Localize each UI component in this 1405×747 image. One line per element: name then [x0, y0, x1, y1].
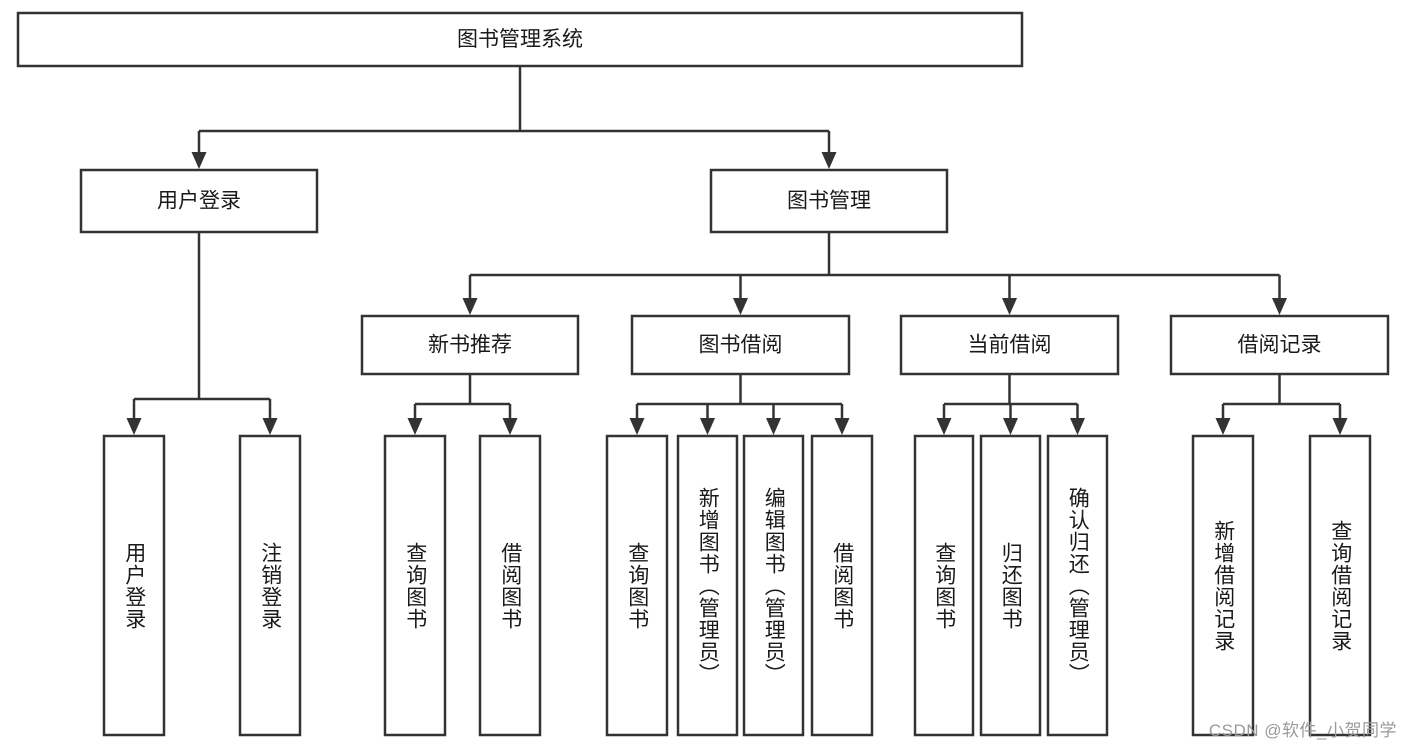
node-box-leaf-borrow-book[interactable]	[810, 434, 874, 737]
node-box-leaf-return-book[interactable]	[979, 434, 1042, 737]
node-box-user-login[interactable]	[79, 168, 319, 234]
connector-conn-borrowrecord-split	[1215, 374, 1348, 435]
node-box-book-borrow[interactable]	[630, 314, 851, 376]
node-label-book-borrow: 图书借阅	[699, 334, 783, 357]
node-box-leaf-query-record[interactable]	[1308, 434, 1372, 737]
node-box-leaf-borrow-book-rec[interactable]	[478, 434, 542, 737]
watermark-text: CSDN @软件_小贺同学	[1208, 721, 1397, 740]
node-box-leaf-edit-book[interactable]	[742, 434, 805, 737]
connector-conn-currentborrow-split	[936, 374, 1085, 435]
connector-conn-root-split	[191, 66, 837, 169]
node-box-leaf-confirm-return[interactable]	[1046, 434, 1109, 737]
connectors-layer	[126, 66, 1348, 435]
connector-conn-bookmanage-split	[462, 232, 1287, 315]
node-box-new-book-rec[interactable]	[360, 314, 580, 376]
connector-conn-userlogin-split	[126, 232, 278, 435]
node-label-book-manage: 图书管理	[787, 190, 871, 213]
node-box-leaf-query-book-rec[interactable]	[383, 434, 447, 737]
connector-conn-bookborrow-split	[629, 374, 850, 435]
boxes-layer	[16, 11, 1390, 737]
node-label-user-login: 用户登录	[157, 190, 241, 213]
node-box-current-borrow[interactable]	[899, 314, 1120, 376]
connector-conn-newbook-split	[407, 374, 518, 435]
node-box-book-manage[interactable]	[709, 168, 949, 234]
node-box-leaf-query-book-cur[interactable]	[913, 434, 975, 737]
node-box-leaf-add-book[interactable]	[676, 434, 739, 737]
node-box-leaf-user-login[interactable]	[102, 434, 166, 737]
node-box-leaf-query-book-borrow[interactable]	[605, 434, 669, 737]
node-label-current-borrow: 当前借阅	[968, 334, 1052, 357]
node-box-leaf-add-record[interactable]	[1191, 434, 1255, 737]
node-box-root[interactable]	[16, 11, 1024, 68]
node-label-new-book-rec: 新书推荐	[428, 334, 512, 357]
node-box-leaf-logout[interactable]	[238, 434, 302, 737]
node-box-borrow-record[interactable]	[1169, 314, 1390, 376]
node-label-borrow-record: 借阅记录	[1238, 334, 1322, 357]
node-label-root: 图书管理系统	[457, 28, 583, 51]
